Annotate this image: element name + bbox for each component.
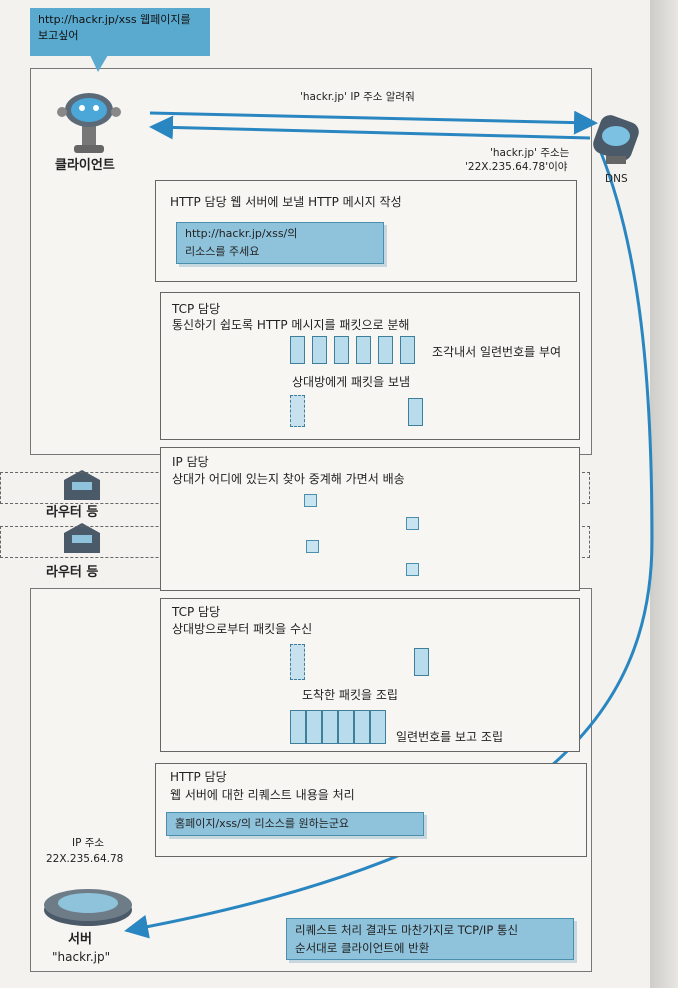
tcp-server-assemble: 도착한 패킷을 조립: [302, 688, 398, 702]
http-server-box: [155, 763, 587, 857]
incoming-packet-stack: [290, 644, 305, 680]
packet: [290, 336, 305, 364]
book-gutter: [650, 0, 678, 988]
packet: [312, 336, 327, 364]
received-packet: [408, 398, 423, 426]
footer-line-2: 순서대로 클라이언트에 반환: [295, 941, 430, 955]
tcp-server-order: 일련번호를 보고 조립: [396, 730, 503, 744]
arrived-packet: [414, 648, 429, 676]
packet: [378, 336, 393, 364]
tcp-server-title: TCP 담당: [172, 605, 221, 619]
dns-request-text: 'hackr.jp' IP 주소 알려줘: [300, 91, 415, 103]
ip-packet: [406, 563, 419, 576]
assembled-packets: [290, 710, 386, 744]
client-label: 클라이언트: [55, 158, 115, 173]
tcp-client-desc: 통신하기 쉽도록 HTTP 메시지를 패킷으로 분해: [172, 318, 410, 332]
server-icon: [44, 889, 132, 926]
server-label: 서버: [68, 932, 92, 947]
dns-label: DNS: [605, 173, 628, 185]
packet: [400, 336, 415, 364]
server-ip: 22X.235.64.78: [46, 853, 124, 865]
dns-reply-line-1: 'hackr.jp' 주소는: [490, 147, 570, 159]
ip-desc: 상대가 어디에 있는지 찾아 중계해 가면서 배송: [172, 472, 405, 486]
packet: [334, 336, 349, 364]
ip-title: IP 담당: [172, 455, 209, 469]
router-icon-1: [64, 470, 100, 500]
server-host: "hackr.jp": [52, 950, 111, 964]
sent-packet-stack: [290, 395, 305, 427]
bubble-line-2: 보고싶어: [38, 29, 79, 42]
tcp-client-title: TCP 담당: [172, 302, 221, 316]
tcp-client-note: 조각내서 일련번호를 부여: [432, 345, 562, 359]
bubble-line-1: http://hackr.jp/xss 웹페이지를: [38, 13, 191, 26]
dns-reply-line-2: '22X.235.64.78'이야: [465, 161, 568, 173]
http-server-desc: 웹 서버에 대한 리퀘스트 내용을 처리: [170, 788, 355, 802]
ip-packet: [306, 540, 319, 553]
footer-note: 리퀘스트 처리 결과도 마찬가지로 TCP/IP 통신 순서대로 클라이언트에 …: [286, 918, 574, 960]
server-ip-label: IP 주소: [72, 837, 105, 849]
router-icon-2: [64, 523, 100, 553]
http-client-title: HTTP 담당 웹 서버에 보낼 HTTP 메시지 작성: [170, 195, 402, 209]
dns-request-arrow: [149, 110, 598, 135]
footer-line-1: 리퀘스트 처리 결과도 마찬가지로 TCP/IP 통신: [295, 923, 519, 937]
client-robot-icon: [57, 93, 121, 153]
packet: [356, 336, 371, 364]
http-server-message: 홈페이지/xss/의 리소스를 원하는군요: [166, 812, 424, 836]
http-client-msg-line-2: 리소스를 주세요: [185, 245, 260, 258]
router-label-1: 라우터 등: [46, 505, 99, 520]
ip-packet: [304, 494, 317, 507]
ip-box: [160, 447, 580, 591]
tcp-server-desc: 상대방으로부터 패킷을 수신: [172, 622, 313, 636]
dns-reply-arrow: [149, 115, 591, 140]
dns-server-icon: [593, 115, 639, 164]
http-client-message: http://hackr.jp/xss/의 리소스를 주세요: [176, 222, 384, 264]
tcp-client-send: 상대방에게 패킷을 보냄: [292, 375, 411, 389]
http-server-title: HTTP 담당: [170, 770, 227, 784]
tcp-client-box: [160, 292, 580, 440]
ip-packet: [406, 517, 419, 530]
speech-bubble: http://hackr.jp/xss 웹페이지를 보고싶어: [30, 8, 210, 56]
http-client-msg-line-1: http://hackr.jp/xss/의: [185, 227, 298, 240]
router-label-2: 라우터 등: [46, 565, 99, 580]
